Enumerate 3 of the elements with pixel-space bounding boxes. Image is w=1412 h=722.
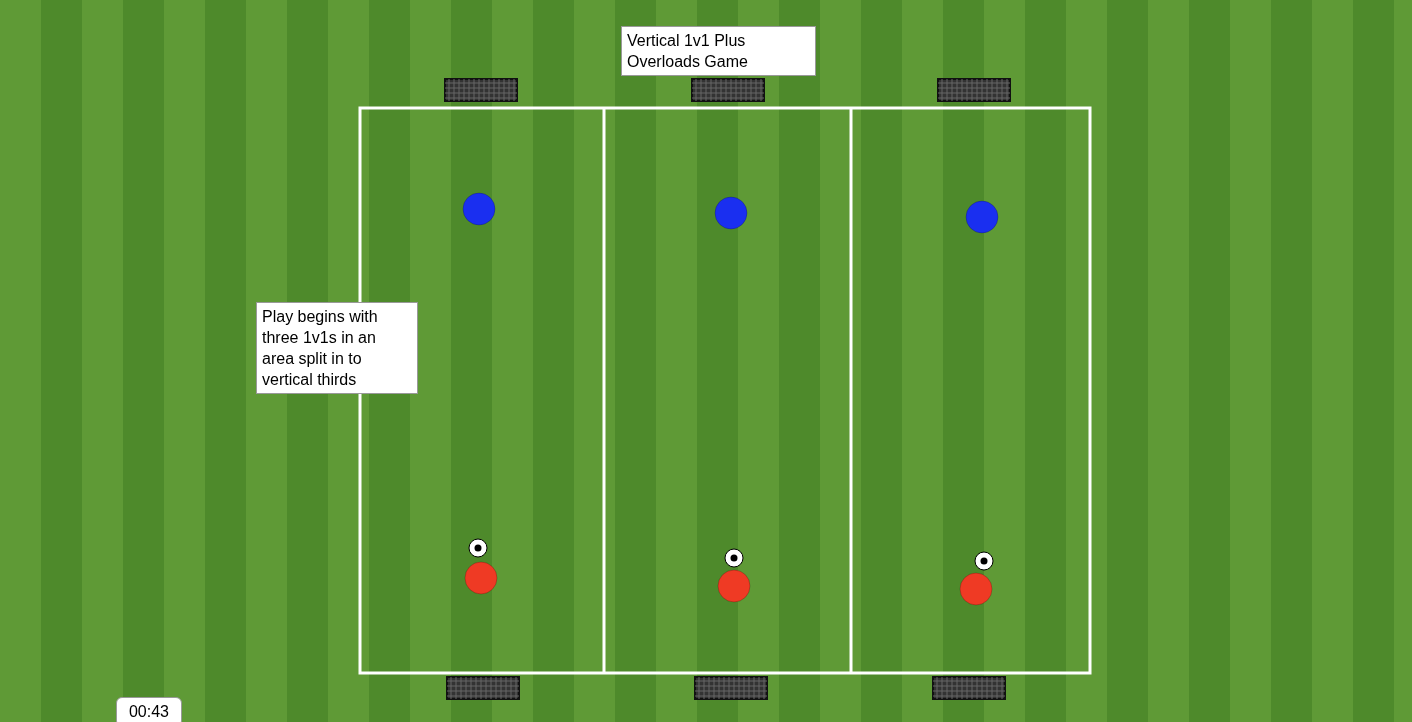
note-box: Play begins with three 1v1s in an area split in to vertical thirds — [256, 302, 418, 394]
title-box: Vertical 1v1 Plus Overloads Game — [621, 26, 816, 76]
timer: 00:43 — [116, 697, 182, 722]
